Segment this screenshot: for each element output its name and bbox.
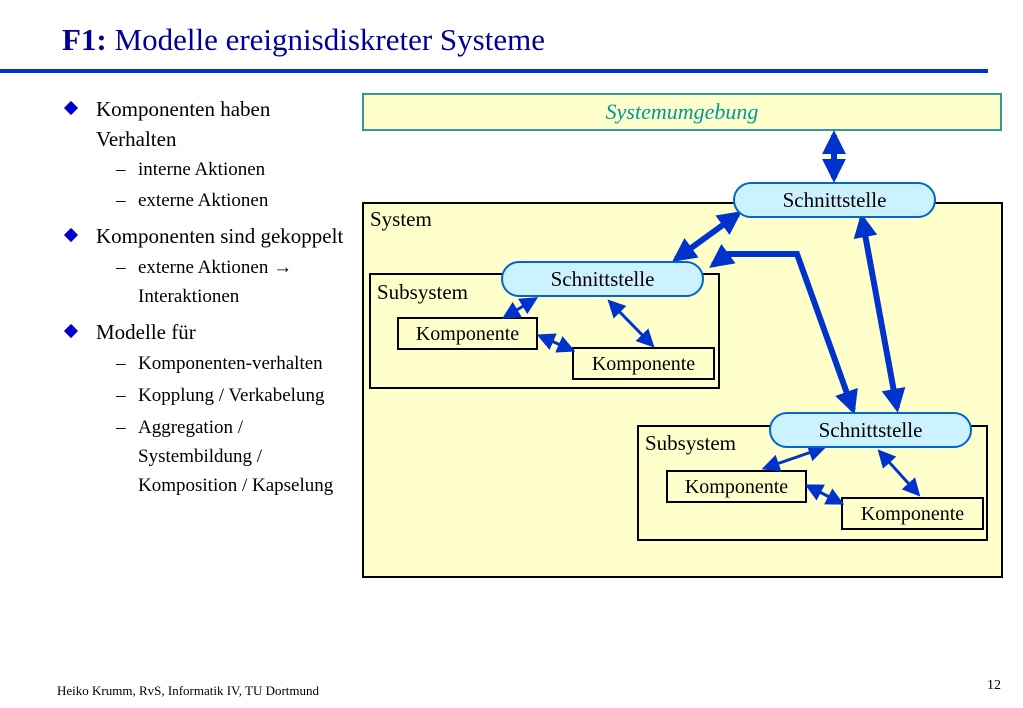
subsystem-label-2: Subsystem	[645, 431, 737, 455]
component-2b: Komponente	[841, 497, 984, 530]
slide-title: F1: Modelle ereignisdiskreter Systeme	[62, 22, 545, 58]
bullet-text: Modelle für	[96, 320, 196, 344]
sub-bullet-item: –interne Aktionen	[116, 159, 266, 180]
bullet-item: Modelle für –Komponenten-verhalten –Kopp…	[62, 317, 352, 500]
footer-text: Heiko Krumm, RvS, Informatik IV, TU Dort…	[57, 683, 320, 698]
component-1b: Komponente	[572, 347, 715, 380]
title-rule	[0, 69, 988, 73]
interface-subsystem-2: Schnittstelle	[769, 412, 972, 448]
bullet-item: Komponenten sind gekoppelt –externe Akti…	[62, 221, 352, 311]
environment-box: Systemumgebung	[362, 93, 1002, 131]
sub-bullet-item: –externe Aktionen	[116, 190, 269, 211]
bullet-list: Komponenten haben Verhalten –interne Akt…	[62, 94, 352, 506]
sub-bullet-text: Komponenten-verhalten	[138, 353, 323, 374]
sub-bullet-text: externe Aktionen	[138, 190, 269, 211]
sub-bullet-item: –Komponenten-verhalten	[116, 353, 323, 374]
sub-bullet-item: –Kopplung / Verkabelung	[116, 385, 325, 406]
page-number: 12	[987, 678, 1001, 693]
interface-subsystem-1: Schnittstelle	[501, 261, 704, 297]
diamond-bullet-icon	[63, 100, 79, 116]
bullet-item: Komponenten haben Verhalten –interne Akt…	[62, 94, 352, 215]
sub-bullet-text: interne Aktionen	[138, 159, 266, 180]
bullet-text: Komponenten haben Verhalten	[96, 97, 271, 151]
interface-system: Schnittstelle	[733, 182, 936, 218]
component-1a: Komponente	[397, 317, 538, 350]
sub-bullet-text: Kopplung / Verkabelung	[138, 385, 325, 406]
bullet-text: Komponenten sind gekoppelt	[96, 224, 344, 248]
component-2a: Komponente	[666, 470, 807, 503]
sub-bullet-item: –Aggregation / Systembildung / Kompositi…	[116, 417, 334, 496]
sub-bullet-item: –externe Aktionen → Interaktionen	[116, 257, 293, 307]
title-text: Modelle ereignisdiskreter Systeme	[106, 22, 545, 57]
sub-bullet-text: Aggregation / Systembildung / Kompositio…	[138, 417, 334, 496]
diamond-bullet-icon	[63, 323, 79, 339]
diamond-bullet-icon	[63, 227, 79, 243]
subsystem-label-1: Subsystem	[377, 280, 469, 304]
sub-bullet-text: externe Aktionen → Interaktionen	[138, 257, 293, 307]
system-label: System	[370, 207, 432, 231]
title-prefix: F1:	[62, 22, 107, 57]
